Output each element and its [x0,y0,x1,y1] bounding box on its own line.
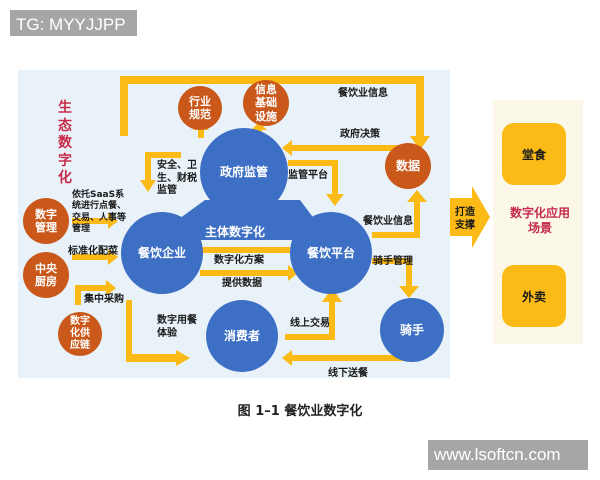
label-online-trade: 线上交易 [290,318,330,329]
label-offline-delivery: 线下送餐 [328,368,368,379]
node-digital-mgmt: 数字管理 [23,198,69,244]
node-supply-chain: 数字化供应链 [58,312,102,356]
label-provide-data: 提供数据 [222,278,262,289]
label-build-support: 打造支撑 [455,207,475,231]
label-saas: 依托SaaS系统进行点餐、交易、人事等管理 [72,190,127,234]
label-digital-solution: 数字化方案 [214,255,264,266]
label-central-purchase: 集中采购 [84,294,124,305]
label-safety: 安全、卫生、财税监管 [157,160,197,196]
watermark-bottom: www.lsoftcn.com [428,440,588,470]
label-industry-info-top: 餐饮业信息 [338,88,388,99]
scenario-title: 数字化应用场景 [509,206,570,235]
scenario-takeout: 外卖 [502,265,566,327]
node-enterprise: 餐饮企业 [121,212,203,294]
node-rider: 骑手 [380,298,444,362]
scenario-dine-in: 堂食 [502,123,566,185]
label-regulatory-platform: 监管平台 [288,170,328,181]
node-consumer: 消费者 [206,300,278,372]
node-data: 数据 [385,143,431,189]
node-central-kitchen: 中央厨房 [23,252,69,298]
node-industry-norms: 行业规范 [178,86,222,130]
label-gov-decision: 政府决策 [340,129,380,140]
watermark-top: TG: MYYJJPP [10,10,137,36]
label-industry-info-right: 餐饮业信息 [363,216,413,227]
label-rider-mgmt: 骑手管理 [373,256,413,267]
side-title: 生态数字化 [58,100,72,186]
node-platform: 餐饮平台 [290,212,372,294]
node-gov: 政府监管 [200,128,288,216]
figure-caption: 图 1–1 餐饮业数字化 [237,404,363,419]
label-standard-dishes: 标准化配菜 [68,246,118,257]
label-dining-experience: 数字用餐体验 [157,315,197,339]
center-title: 主体数字化 [205,225,266,239]
node-info-infra: 信息基础设施 [243,80,289,126]
